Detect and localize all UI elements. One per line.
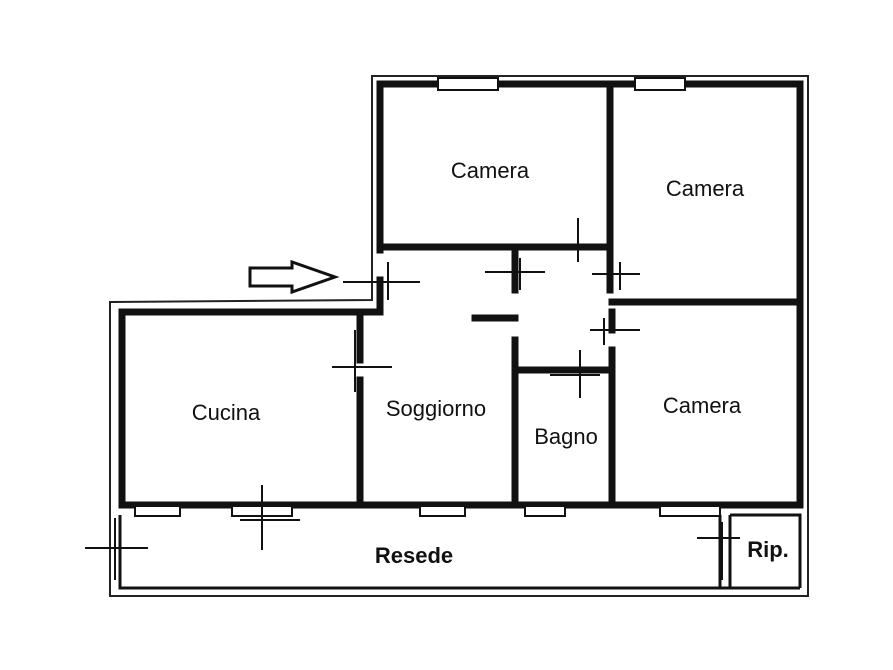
room-label-cucina: Cucina <box>192 400 261 425</box>
tick-marks <box>85 218 740 580</box>
outer-boundary <box>109 75 809 597</box>
walls <box>118 80 804 509</box>
windows <box>134 77 721 517</box>
area-label-resede: Resede <box>375 543 453 568</box>
room-label-camera-1: Camera <box>451 158 530 183</box>
room-label-ripostiglio: Rip. <box>747 537 789 562</box>
room-label-camera-3: Camera <box>663 393 742 418</box>
room-label-soggiorno: Soggiorno <box>386 396 486 421</box>
entrance-arrow-icon <box>248 259 340 295</box>
room-label-camera-2: Camera <box>666 176 745 201</box>
resede-area <box>118 513 802 590</box>
room-label-bagno: Bagno <box>534 424 598 449</box>
